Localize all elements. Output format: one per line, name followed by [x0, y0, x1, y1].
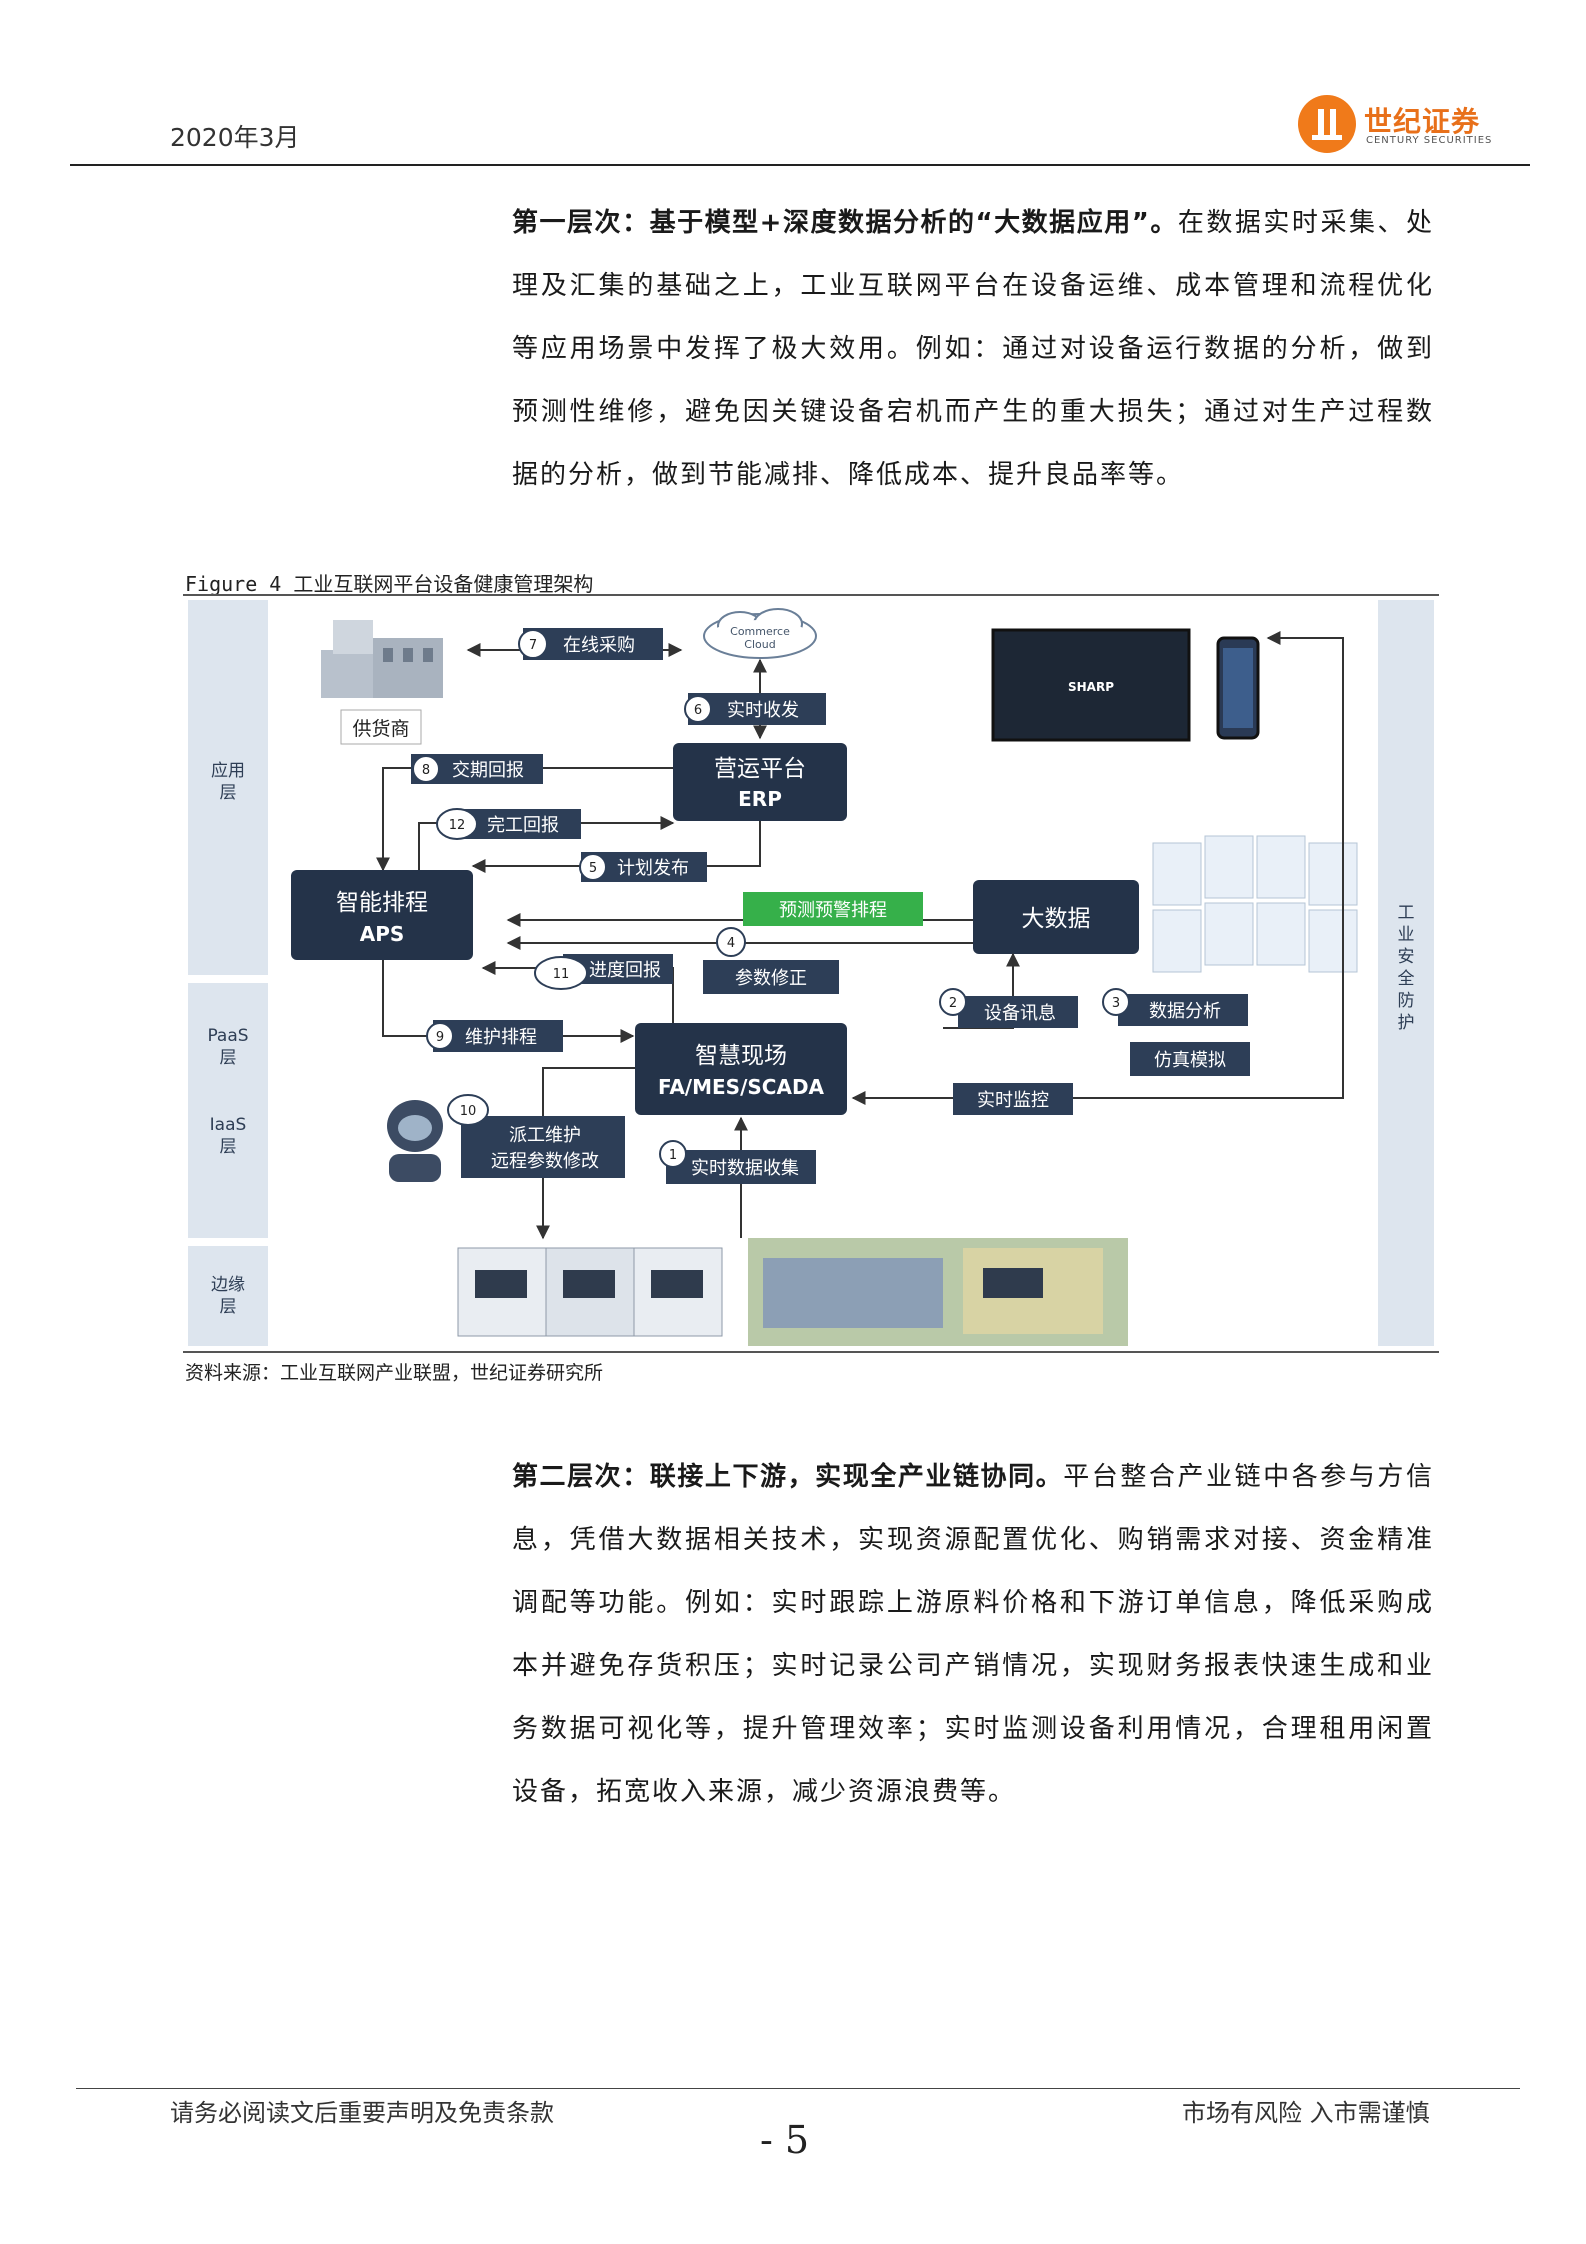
figure-source: 资料来源：工业互联网产业联盟，世纪证券研究所 — [185, 1362, 604, 1384]
realtime-collect-box — [666, 1150, 816, 1184]
supplier-building-icon — [321, 620, 443, 698]
aps-label-2: APS — [360, 922, 405, 946]
step-6-label: 实时收发 — [727, 700, 799, 721]
cloud-label-1: Commerce — [730, 625, 790, 638]
svg-text:护: 护 — [1398, 1013, 1415, 1033]
step-3-label: 数据分析 — [1149, 1001, 1221, 1022]
dispatch-label-1: 派工维护 — [509, 1125, 581, 1146]
svg-text:全: 全 — [1398, 969, 1415, 989]
layer-label-app-2: 层 — [220, 783, 237, 803]
figure-bottom-rule — [183, 1351, 1439, 1353]
step-10-number: 10 — [460, 1104, 477, 1119]
screen-brand-label: SHARP — [1068, 680, 1114, 694]
erp-label-2: ERP — [738, 787, 782, 811]
realtime-monitor-box — [953, 1083, 1073, 1115]
step-1-label: 实时数据收集 — [691, 1158, 799, 1179]
param-fix-label: 参数修正 — [735, 968, 807, 989]
layer-label-paas-2: 层 — [220, 1048, 237, 1068]
logo-text-en: CENTURY SECURITIES — [1366, 135, 1493, 146]
layer-label-iaas-2: 层 — [220, 1137, 237, 1157]
header-divider — [70, 164, 1530, 166]
commerce-cloud-icon — [703, 608, 817, 659]
step-2-number: 2 — [949, 996, 957, 1011]
aps-label-1: 智能排程 — [336, 890, 428, 916]
aps-scheduling-box — [291, 870, 473, 960]
simulation-label: 仿真模拟 — [1154, 1050, 1226, 1071]
predict-warning-label: 预测预警排程 — [779, 900, 887, 921]
svg-text:安: 安 — [1398, 947, 1415, 967]
page-number: - 5 — [760, 2118, 810, 2162]
device-info-box — [958, 996, 1078, 1028]
step-3-number: 3 — [1112, 996, 1120, 1011]
header-date: 2020年3月 — [170, 123, 300, 152]
big-data-box — [973, 880, 1139, 954]
dispatch-maintenance-box — [461, 1116, 625, 1178]
param-fix-box — [703, 960, 839, 994]
realtime-monitor-label: 实时监控 — [977, 1090, 1049, 1111]
display-screen-icon — [991, 628, 1191, 742]
step-4-number: 4 — [727, 936, 735, 951]
step-12-label: 完工回报 — [487, 815, 559, 836]
footer-disclaimer: 请务必阅读文后重要声明及免责条款 — [170, 2099, 554, 2127]
step-8-label: 交期回报 — [452, 760, 524, 781]
paragraph-level-one: 第一层次：基于模型+深度数据分析的“大数据应用”。在数据实时采集、处理及汇集的基… — [512, 192, 1434, 507]
step-6-number: 6 — [694, 703, 702, 718]
layer-label-edge-2: 层 — [220, 1297, 237, 1317]
dashboard-panels-icon — [1152, 835, 1358, 973]
layer-label-edge-1: 边缘 — [211, 1275, 245, 1295]
device-info-label: 设备讯息 — [984, 1003, 1056, 1024]
footer-divider — [76, 2088, 1520, 2089]
paragraph-level-two: 第二层次：联接上下游，实现全产业链协同。平台整合产业链中各参与方信息，凭借大数据… — [512, 1446, 1434, 1824]
figure-top-rule — [183, 594, 1439, 596]
smt-machines-icon — [457, 1247, 723, 1337]
big-data-label: 大数据 — [1022, 906, 1091, 932]
paragraph-level-two-heading: 第二层次：联接上下游，实现全产业链协同。 — [512, 1462, 1064, 1492]
data-analysis-box — [1118, 994, 1248, 1026]
company-logo-icon — [1298, 95, 1356, 153]
paragraph-level-one-heading: 第一层次：基于模型+深度数据分析的“大数据应用”。 — [512, 208, 1178, 238]
mes-label-1: 智慧现场 — [695, 1043, 787, 1069]
logo-text-cn: 世纪证券 — [1364, 105, 1481, 138]
production-line-icon — [748, 1238, 1128, 1346]
step-11-number: 11 — [553, 967, 570, 982]
mes-label-2: FA/MES/SCADA — [658, 1075, 825, 1099]
security-layer-band — [1378, 600, 1434, 1346]
layer-label-security: 工 业 安 全 防 护 — [1398, 903, 1415, 1033]
step-12-number: 12 — [449, 818, 466, 833]
step-11-label: 进度回报 — [589, 960, 661, 981]
dispatch-label-2: 远程参数修改 — [491, 1151, 599, 1172]
svg-text:业: 业 — [1398, 925, 1415, 945]
erp-label-1: 营运平台 — [714, 756, 806, 782]
paragraph-level-one-body: 在数据实时采集、处理及汇集的基础之上，工业互联网平台在设备运维、成本管理和流程优… — [512, 208, 1434, 490]
step-8-number: 8 — [422, 763, 430, 778]
simulation-box — [1130, 1042, 1250, 1076]
predict-warning-box — [743, 892, 923, 926]
application-layer-band — [188, 600, 268, 975]
step-9-label: 维护排程 — [465, 1027, 537, 1048]
step-5-number: 5 — [589, 861, 597, 876]
layer-label-iaas-1: IaaS — [210, 1115, 247, 1135]
cloud-label-2: Cloud — [744, 638, 775, 651]
step-7-label: 在线采购 — [563, 635, 635, 656]
step-9-number: 9 — [436, 1030, 444, 1045]
mes-scada-box — [635, 1023, 847, 1115]
layer-label-app-1: 应用 — [211, 761, 245, 781]
svg-text:工: 工 — [1398, 903, 1415, 923]
erp-platform-box — [673, 743, 847, 821]
step-5-label: 计划发布 — [617, 858, 689, 879]
platform-layer-band — [188, 983, 268, 1238]
edge-layer-band — [188, 1246, 268, 1346]
layer-label-paas-1: PaaS — [207, 1026, 248, 1046]
paragraph-level-two-body: 平台整合产业链中各参与方信息，凭借大数据相关技术，实现资源配置优化、购销需求对接… — [512, 1462, 1434, 1807]
architecture-diagram: 应用 层 PaaS 层 IaaS 层 边缘 层 工 业 安 全 防 护 供货商 … — [188, 600, 1434, 1346]
supplier-label: 供货商 — [352, 718, 409, 740]
maintenance-robot-icon — [387, 1100, 443, 1182]
figure-caption: Figure 4 工业互联网平台设备健康管理架构 — [185, 572, 594, 596]
step-7-number: 7 — [529, 638, 537, 653]
svg-text:防: 防 — [1398, 991, 1415, 1011]
footer-risk-note: 市场有风险 入市需谨慎 — [1182, 2099, 1430, 2127]
step-1-number: 1 — [669, 1148, 677, 1163]
